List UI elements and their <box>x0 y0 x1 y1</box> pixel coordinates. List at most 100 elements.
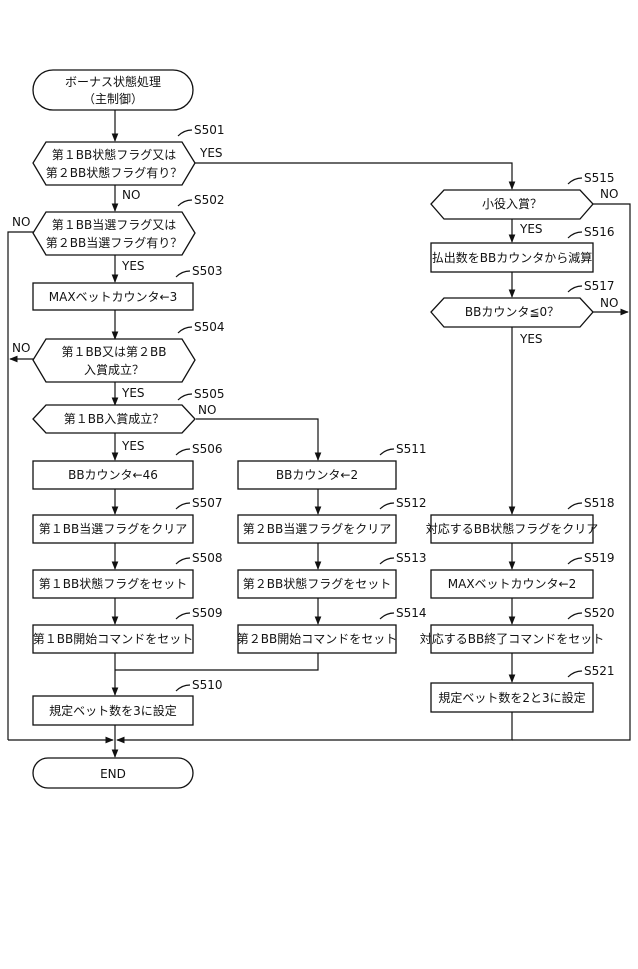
leader-s521 <box>568 671 582 677</box>
step-s514: S514 <box>396 606 427 620</box>
process-s503: MAXベットカウンタ←3 <box>33 283 193 310</box>
process-s519: MAXベットカウンタ←2 <box>431 570 593 598</box>
label-s501-yes: YES <box>199 146 223 160</box>
process-s512: 第２BB当選フラグをクリア <box>238 515 396 543</box>
process-s518: 対応するBB状態フラグをクリア <box>426 515 598 543</box>
leader-s511 <box>380 449 394 455</box>
s503-label: MAXベットカウンタ←3 <box>49 290 177 304</box>
s501-line2: 第２BB状態フラグ有り？ <box>46 165 182 180</box>
step-s508: S508 <box>192 551 223 565</box>
s502-line2: 第２BB当選フラグ有り？ <box>46 236 182 250</box>
step-s518: S518 <box>584 496 615 510</box>
leader-s515 <box>568 178 582 184</box>
s508-label: 第１BB状態フラグをセット <box>39 576 187 591</box>
step-s517: S517 <box>584 279 615 293</box>
decision-s517: BBカウンタ≦0？ <box>431 298 593 327</box>
s516-label: 払出数をBBカウンタから減算 <box>432 250 592 265</box>
process-s511: BBカウンタ←2 <box>238 461 396 489</box>
s511-label: BBカウンタ←2 <box>276 468 358 482</box>
leader-s514 <box>380 613 394 619</box>
edge-s514-merge <box>115 653 318 670</box>
leader-s507 <box>176 503 190 509</box>
end-terminal: END <box>33 758 193 788</box>
process-s510: 規定ベット数を3に設定 <box>33 696 193 725</box>
process-s521: 規定ベット数を2と3に設定 <box>431 683 593 712</box>
process-s520: 対応するBB終了コマンドをセット <box>420 625 604 653</box>
leader-s506 <box>176 449 190 455</box>
leader-s505 <box>178 394 192 400</box>
label-s501-no: NO <box>122 188 140 202</box>
leader-s508 <box>176 558 190 564</box>
step-s507: S507 <box>192 496 223 510</box>
step-s512: S512 <box>396 496 427 510</box>
decision-s504: 第１BB又は第２BB 入賞成立？ <box>33 339 195 382</box>
s510-label: 規定ベット数を3に設定 <box>49 703 177 718</box>
s514-label: 第２BB開始コマンドをセット <box>237 632 397 646</box>
process-s508: 第１BB状態フラグをセット <box>33 570 193 598</box>
start-terminal: ボーナス状態処理 （主制御） <box>33 70 193 110</box>
process-s507: 第１BB当選フラグをクリア <box>33 515 193 543</box>
step-s511: S511 <box>396 442 427 456</box>
step-s509: S509 <box>192 606 223 620</box>
leader-s510 <box>176 685 190 691</box>
step-s516: S516 <box>584 225 615 239</box>
decision-s501: 第１BB状態フラグ又は 第２BB状態フラグ有り？ <box>33 142 195 185</box>
label-s505-no: NO <box>198 403 216 417</box>
s507-label: 第１BB当選フラグをクリア <box>39 522 187 536</box>
step-s513: S513 <box>396 551 427 565</box>
step-s504: S504 <box>194 320 225 334</box>
s518-label: 対応するBB状態フラグをクリア <box>426 521 598 536</box>
step-s519: S519 <box>584 551 615 565</box>
step-s501: S501 <box>194 123 225 137</box>
s512-label: 第２BB当選フラグをクリア <box>243 522 391 536</box>
label-s515-yes: YES <box>519 222 543 236</box>
step-s506: S506 <box>192 442 223 456</box>
step-s510: S510 <box>192 678 223 692</box>
edge-s501-s515 <box>190 163 512 189</box>
leader-s517 <box>568 286 582 292</box>
s504-line1: 第１BB又は第２BB <box>62 345 167 359</box>
label-s517-no: NO <box>600 296 618 310</box>
leader-s518 <box>568 503 582 509</box>
s519-label: MAXベットカウンタ←2 <box>448 577 576 591</box>
leader-s503 <box>176 271 190 277</box>
s513-label: 第２BB状態フラグをセット <box>243 576 391 591</box>
leader-s519 <box>568 558 582 564</box>
label-s505-yes: YES <box>121 439 145 453</box>
s517-label: BBカウンタ≦0？ <box>465 305 559 319</box>
s521-label: 規定ベット数を2と3に設定 <box>438 690 585 705</box>
end-label: END <box>100 767 126 781</box>
leader-s504 <box>178 327 192 333</box>
process-s514: 第２BB開始コマンドをセット <box>237 625 397 653</box>
step-s521: S521 <box>584 664 615 678</box>
label-s502-yes: YES <box>121 259 145 273</box>
leader-s513 <box>380 558 394 564</box>
leader-s516 <box>568 232 582 238</box>
process-s513: 第２BB状態フラグをセット <box>238 570 396 598</box>
s520-label: 対応するBB終了コマンドをセット <box>420 631 604 646</box>
s506-label: BBカウンタ←46 <box>68 468 158 482</box>
s505-label: 第１BB入賞成立？ <box>64 411 164 426</box>
label-s504-no: NO <box>12 341 30 355</box>
leader-s512 <box>380 503 394 509</box>
leader-s520 <box>568 613 582 619</box>
decision-s502: 第１BB当選フラグ又は 第２BB当選フラグ有り？ <box>33 212 195 255</box>
process-s509: 第１BB開始コマンドをセット <box>33 625 193 653</box>
s515-label: 小役入賞？ <box>482 196 542 211</box>
process-s516: 払出数をBBカウンタから減算 <box>431 243 593 272</box>
leader-s509 <box>176 613 190 619</box>
s501-line1: 第１BB状態フラグ又は <box>52 147 176 162</box>
step-s520: S520 <box>584 606 615 620</box>
label-s504-yes: YES <box>121 386 145 400</box>
step-s515: S515 <box>584 171 615 185</box>
s504-line2: 入賞成立？ <box>84 362 144 377</box>
step-s505: S505 <box>194 387 225 401</box>
start-label-line1: ボーナス状態処理 <box>65 74 161 89</box>
step-s503: S503 <box>192 264 223 278</box>
decision-s505: 第１BB入賞成立？ <box>33 405 195 433</box>
process-s506: BBカウンタ←46 <box>33 461 193 489</box>
step-s502: S502 <box>194 193 225 207</box>
edge-s502-no-bus <box>8 232 35 740</box>
